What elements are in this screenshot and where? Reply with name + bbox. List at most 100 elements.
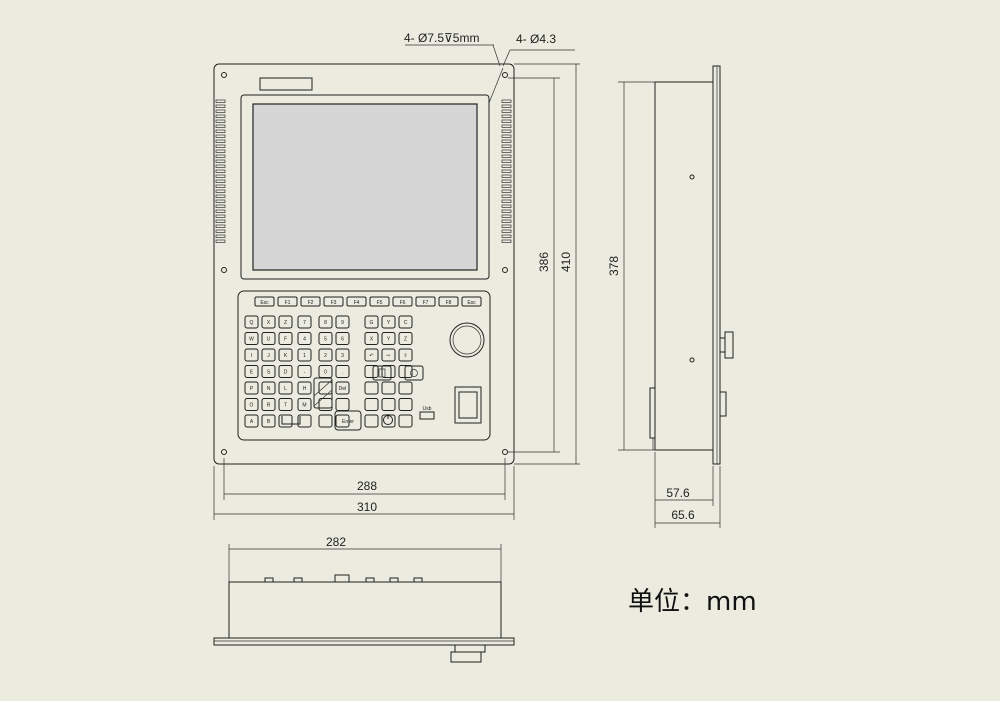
vent-slot [501,189,512,193]
vent-slot [501,134,512,138]
vent-slot [215,214,226,218]
height-inner-label: 386 [537,252,551,272]
front-vertical-dimensions: 386 410 [508,63,580,465]
vent-slot [501,229,512,233]
vent-slot [215,144,226,148]
keypad-key-label: M [302,403,306,409]
keypad-key-label: 5 [324,337,327,343]
keypad-key-label: I [251,353,252,359]
keypad-key-label: 9 [341,320,344,326]
bottom-knob [450,651,482,663]
keypad-key [335,414,350,428]
keypad-key-label: . [342,370,343,376]
vent-slot [215,184,226,188]
keypad-key [244,414,259,428]
side-screw [689,357,695,363]
keypad-key [278,348,293,362]
keypad-key [261,414,276,428]
side-height-label: 378 [607,256,621,276]
keypad-key [381,381,396,395]
keypad-key-label: Y [387,337,391,343]
keypad-key [261,332,276,345]
bottom-flange [213,637,515,646]
keypad-key [398,315,413,329]
mount-hole [502,449,508,455]
vent-slot [501,114,512,118]
vent-slot [501,209,512,213]
keypad-key [244,365,259,378]
top-label-slot [259,77,313,91]
keypad-key [318,348,333,362]
depth-inner-label: 57.6 [666,486,690,500]
function-key [254,296,275,307]
keypad-key-label: L [284,386,287,392]
keypad-key [261,348,276,362]
mount-hole [221,267,227,273]
keypad-key [244,332,259,345]
keypad-key [318,414,333,428]
function-key [415,296,436,307]
usb-label: Usb [423,406,432,412]
mode-button-left-glyph [378,368,386,378]
keypad-key-label: K [284,353,288,359]
vent-slot [215,149,226,153]
keypad-key [278,398,293,411]
keypad-key-label: A [250,419,254,425]
mount-hole [502,267,508,273]
bottom-knob-base [454,644,486,653]
keypad-key-label: ↶ [369,353,373,359]
keypad-key [297,332,312,345]
function-key [392,296,413,307]
vent-slot [215,239,226,243]
keypad-key-label: Q [250,320,254,326]
vent-slot [501,139,512,143]
bottom-top-connector [334,574,350,583]
keypad-key [261,398,276,411]
keypad-key [335,348,350,362]
vent-slot [501,124,512,128]
vent-slot [215,99,226,103]
keypad-key [398,381,413,395]
vent-slots-left [215,99,226,243]
vent-slot [501,99,512,103]
side-handwheel-knob [724,331,734,359]
hatch-line [313,389,333,407]
keypad-key [364,332,379,345]
keypad-key [278,381,293,395]
keypad-key [297,315,312,329]
leader-line-hole-2 [502,49,511,67]
vent-slot [501,179,512,183]
keypad-key [335,398,350,411]
rocker-switch [458,391,478,419]
keypad-key [335,381,350,395]
leader-line-hole-1 [492,44,501,67]
function-key-label: F7 [423,300,429,306]
mount-hole [221,72,227,78]
bottom-stud [413,577,423,583]
vent-slot [215,159,226,163]
vent-slot [501,154,512,158]
vent-slot [215,169,226,173]
keypad-key [278,414,293,428]
keypad-key-label: Del [339,386,347,392]
keypad-key-label: J [267,353,270,359]
keypad-key-label: 3 [341,353,344,359]
keypad-key-label: 7 [303,320,306,326]
space-bar [281,416,301,425]
vent-slot [501,214,512,218]
vent-slot [215,194,226,198]
keypad-key-label: F [284,337,287,343]
keypad-key [381,315,396,329]
vent-slot [215,114,226,118]
vent-slot [215,209,226,213]
keypad-key [278,365,293,378]
rocker-switch-frame [454,386,482,424]
side-handwheel-shaft [719,337,726,353]
keypad-key [318,398,333,411]
keypad-key [398,414,413,428]
vent-slot [501,144,512,148]
vent-slot [215,204,226,208]
vent-slot [501,149,512,153]
